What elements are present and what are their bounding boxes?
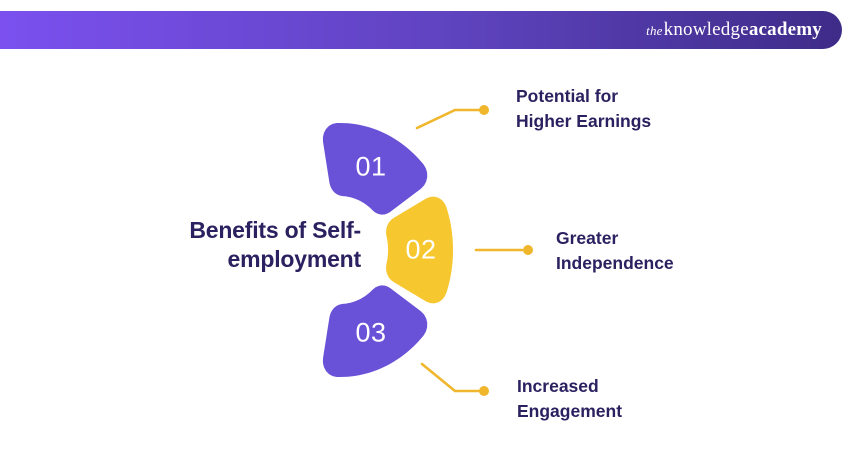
title-line2: employment (227, 246, 362, 272)
benefit-label-line2: Independence (556, 253, 674, 273)
connector-line-1 (415, 108, 481, 130)
connector-line-3 (420, 362, 481, 393)
connector-dot-1 (479, 105, 489, 115)
connector-dot-3 (479, 386, 489, 396)
benefit-label-line2: Higher Earnings (516, 111, 652, 131)
benefit-label-line2: Engagement (517, 401, 623, 421)
diagram-title: Benefits of Self- employment (189, 216, 361, 274)
header-banner: theknowledgeacademy (0, 11, 842, 49)
segment-arc-01 (322, 123, 428, 215)
segment-arc-02 (386, 196, 454, 304)
segment-arc-03 (322, 285, 428, 377)
benefit-label-higher-earnings: Potential for Higher Earnings (516, 84, 651, 134)
title-line1: Benefits of Self- (189, 217, 361, 243)
benefit-label-line1: Increased (517, 376, 599, 396)
logo-word-academy: academy (748, 19, 822, 40)
segment-number-01: 01 (355, 151, 387, 182)
knowledge-academy-logo: theknowledgeacademy (646, 19, 822, 41)
connector-dot-2 (523, 245, 533, 255)
logo-word-the: the (646, 23, 663, 38)
segment-number-02: 02 (405, 234, 437, 265)
benefit-label-increased-engagement: Increased Engagement (517, 374, 622, 424)
logo-word-knowledge: knowledge (663, 19, 749, 40)
benefit-label-line1: Greater (556, 228, 619, 248)
benefit-label-line1: Potential for (516, 86, 619, 106)
segment-number-03: 03 (355, 317, 387, 348)
benefit-label-greater-independence: Greater Independence (556, 226, 674, 276)
